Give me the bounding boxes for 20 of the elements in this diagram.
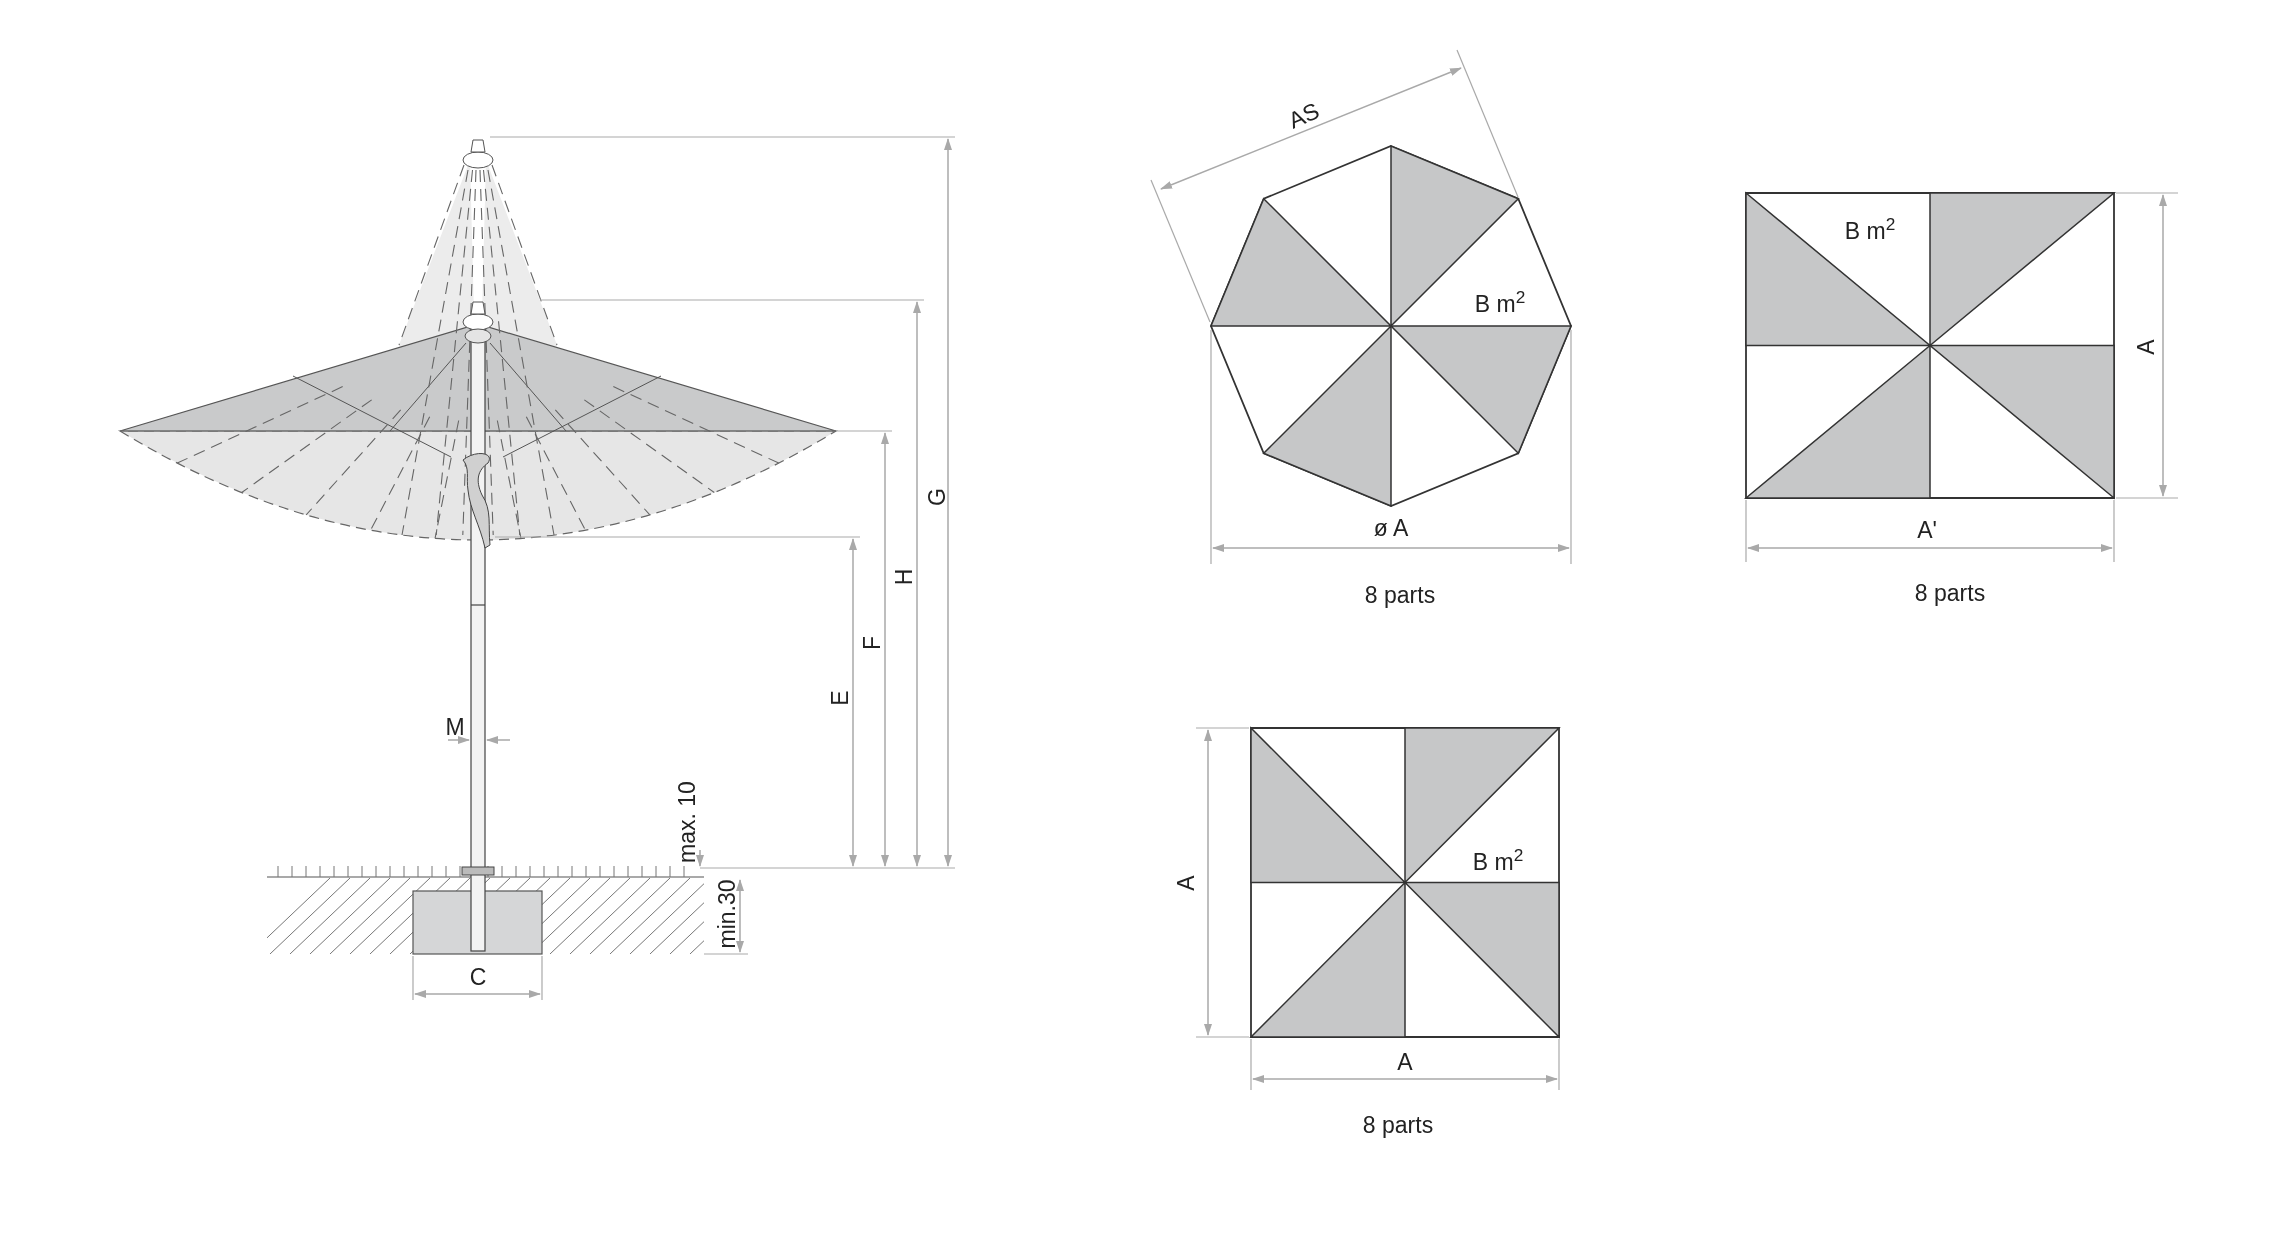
dimension-label: A bbox=[1174, 875, 1198, 891]
caption: 8 parts bbox=[1362, 1113, 1434, 1137]
dimension-label: C bbox=[469, 965, 487, 989]
dimension-label: E bbox=[828, 690, 852, 706]
dimension-label: M bbox=[445, 715, 465, 739]
dimension-label: A bbox=[2134, 339, 2158, 355]
caption: 8 parts bbox=[1914, 581, 1986, 605]
dimension-label: A bbox=[1397, 1050, 1413, 1074]
area-label: B m$^{2}$ bbox=[1844, 219, 1896, 243]
dimension-label: AS bbox=[1285, 99, 1323, 133]
dimension-label: min.30 bbox=[715, 879, 739, 949]
dimension-label: max. 10 bbox=[675, 781, 699, 863]
dimension-label: F bbox=[860, 635, 884, 651]
dimension-label: A' bbox=[1917, 518, 1937, 542]
area-label: B m$^{2}$ bbox=[1474, 292, 1526, 316]
caption: 8 parts bbox=[1364, 583, 1436, 607]
dimension-label: ø A bbox=[1373, 516, 1409, 540]
dimension-label: H bbox=[892, 568, 916, 586]
area-label: B m$^{2}$ bbox=[1472, 850, 1524, 874]
dimension-label: G bbox=[925, 488, 949, 506]
